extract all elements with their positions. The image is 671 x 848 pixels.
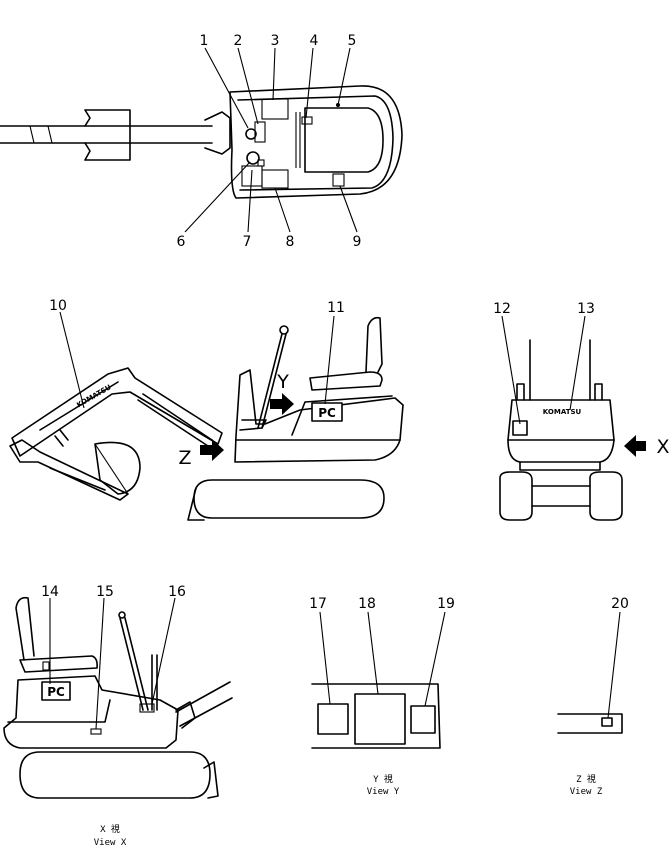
callout-14: 14 — [41, 584, 59, 600]
callout-10: 10 — [49, 298, 67, 314]
arrow-x-label: X — [656, 436, 669, 458]
top-plan-view — [0, 47, 403, 233]
callout-8: 8 — [286, 234, 295, 250]
captions: Y 視 View Y Z 視 View Z X 視 View X — [94, 773, 603, 848]
callout-6: 6 — [177, 234, 186, 250]
callout-11: 11 — [327, 300, 345, 316]
view-y-plate-left — [317, 703, 349, 735]
arrow-z-label: Z — [178, 447, 191, 469]
callout-20: 20 — [611, 596, 629, 612]
view-y-plate-center — [354, 693, 406, 745]
view-x: PC — [3, 596, 233, 799]
callout-18: 18 — [358, 596, 376, 612]
view-y-kanji-caption: Y 視 — [373, 773, 393, 785]
view-x-pc-plate-label: PC — [47, 685, 65, 699]
callout-16: 16 — [168, 584, 186, 600]
callout-13: 13 — [577, 301, 595, 317]
view-y-caption: View Y — [367, 787, 400, 797]
view-y-plate-right — [410, 705, 436, 734]
callout-1: 1 — [200, 33, 209, 49]
side-view: PC KOMATSU Y Z — [9, 311, 404, 521]
callout-17: 17 — [309, 596, 327, 612]
callout-15: 15 — [96, 584, 114, 600]
rear-logo: KOMATSU — [543, 408, 582, 416]
callout-2: 2 — [234, 33, 243, 49]
arrow-y-icon — [270, 393, 294, 415]
callout-9: 9 — [353, 234, 362, 250]
view-x-kanji-caption: X 視 — [100, 823, 120, 835]
callout-19: 19 — [437, 596, 455, 612]
view-y — [311, 611, 446, 749]
callout-3: 3 — [271, 33, 280, 49]
callout-numbers: 1 2 3 4 5 6 7 8 9 10 11 12 13 14 15 16 1… — [41, 33, 629, 612]
view-z — [557, 611, 623, 734]
view-z-caption: View Z — [570, 787, 603, 797]
callout-12: 12 — [493, 301, 511, 317]
view-z-kanji-caption: Z 視 — [576, 773, 596, 785]
view-x-caption: View X — [94, 838, 127, 848]
arrow-y-label: Y — [276, 371, 289, 393]
callout-7: 7 — [243, 234, 252, 250]
view-x-pc-plate — [41, 681, 71, 701]
callout-4: 4 — [310, 33, 319, 49]
arrow-z-icon — [200, 439, 224, 461]
pc-plate-label: PC — [318, 406, 336, 420]
arrow-x-icon — [624, 435, 646, 457]
rear-view: KOMATSU X — [499, 315, 670, 521]
callout-5: 5 — [348, 33, 357, 49]
pc-plate — [311, 402, 343, 422]
view-z-plate — [601, 717, 613, 727]
